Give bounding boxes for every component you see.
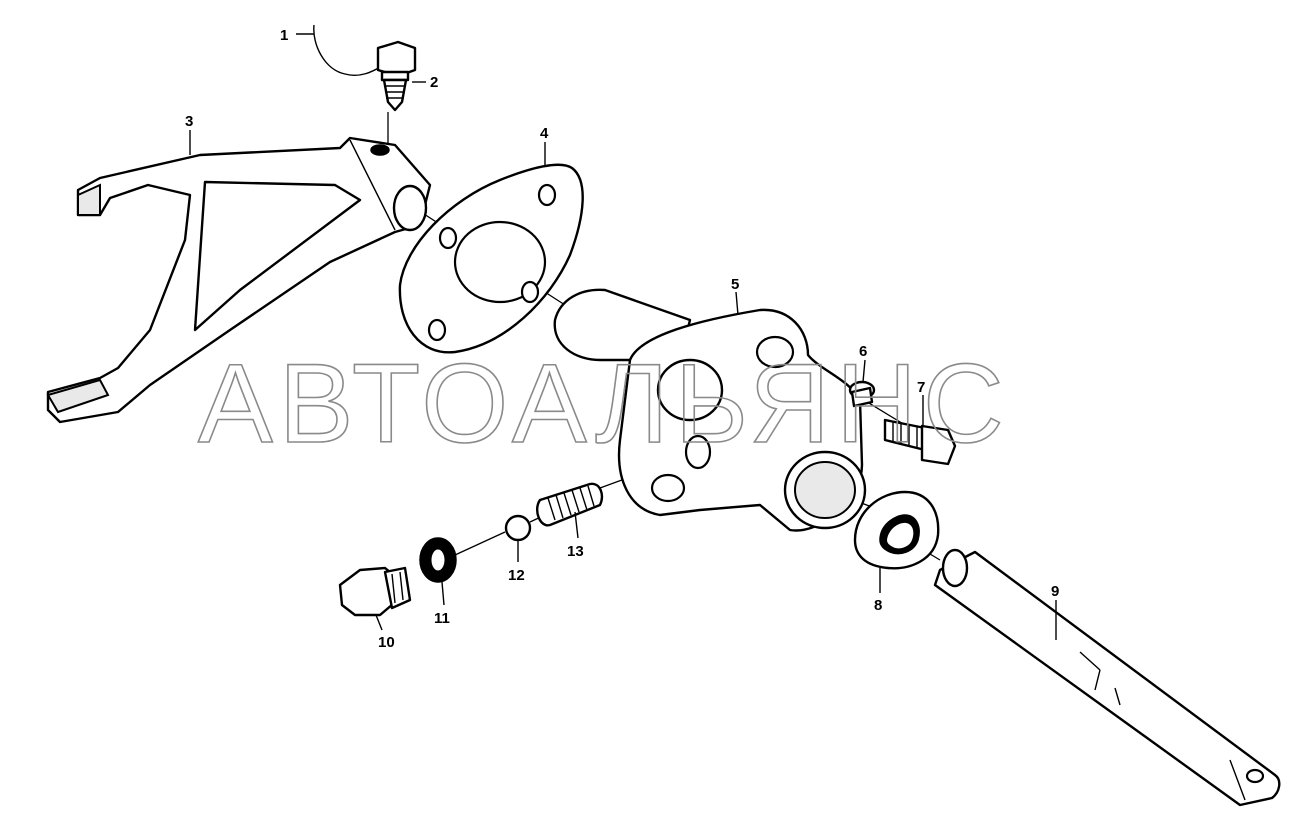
selector-housing — [553, 288, 867, 532]
fork-bolt — [376, 40, 417, 112]
gasket — [398, 163, 584, 354]
callout-5: 5 — [731, 276, 739, 293]
callout-labels: 1 2 3 4 5 6 7 8 9 10 11 12 13 — [185, 27, 1059, 651]
sealing-ring — [419, 537, 457, 583]
lock-wire — [313, 24, 383, 76]
locking-screw — [883, 418, 957, 466]
detent-spring — [536, 482, 604, 527]
callout-9: 9 — [1051, 583, 1059, 600]
drain-plug — [338, 566, 412, 617]
callout-11: 11 — [434, 610, 450, 627]
callout-10: 10 — [378, 634, 395, 651]
callout-6: 6 — [859, 343, 867, 360]
callout-7: 7 — [917, 379, 925, 396]
callout-3: 3 — [185, 113, 193, 130]
shaft-washer — [853, 490, 940, 570]
callout-1: 1 — [280, 27, 288, 44]
callout-2: 2 — [430, 74, 438, 91]
pin — [848, 380, 876, 408]
callout-leaders — [189, 33, 1057, 640]
callout-4: 4 — [540, 125, 549, 142]
detent-ball — [504, 514, 532, 542]
shift-fork — [46, 136, 432, 424]
selector-shaft — [933, 548, 1281, 807]
callout-8: 8 — [874, 597, 882, 614]
callout-12: 12 — [508, 567, 525, 584]
callout-13: 13 — [567, 543, 584, 560]
watermark: АВТОАЛЬЯНС — [198, 341, 1010, 466]
